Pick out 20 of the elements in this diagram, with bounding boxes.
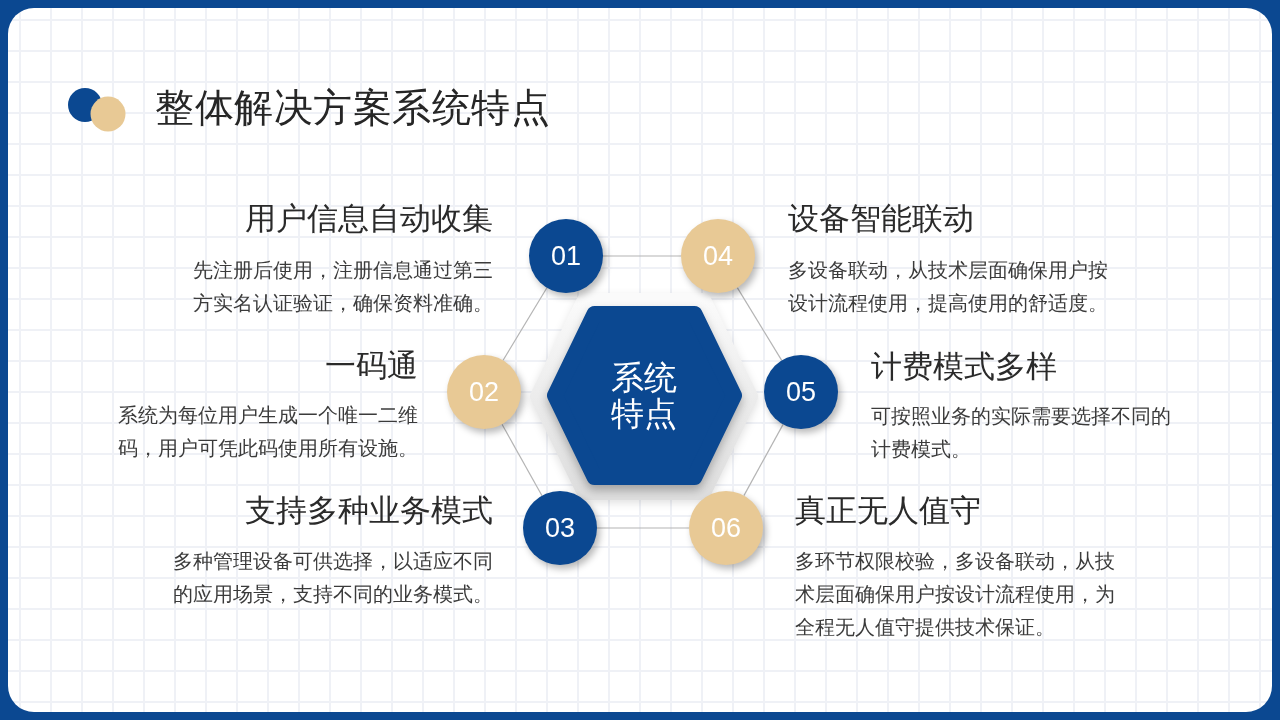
feature-heading: 用户信息自动收集 bbox=[245, 199, 493, 237]
feature-heading: 支持多种业务模式 bbox=[245, 491, 493, 529]
feature-heading: 一码通 bbox=[325, 346, 418, 384]
hexagon-label: 系统特点 bbox=[610, 359, 679, 432]
connector-line bbox=[502, 287, 548, 361]
feature-description: 多设备联动，从技术层面确保用户按设计流程使用，提高使用的舒适度。 bbox=[788, 256, 1109, 317]
connector-line bbox=[602, 255, 682, 257]
feature-heading: 计费模式多样 bbox=[871, 347, 1057, 385]
feature-description: 多种管理设备可供选择，以适应不同的应用场景，支持不同的业务模式。 bbox=[173, 547, 494, 608]
connector-line bbox=[743, 423, 784, 497]
feature-description: 先注册后使用，注册信息通过第三方实名认证验证，确保资料准确。 bbox=[193, 256, 494, 317]
feature-heading: 设备智能联动 bbox=[788, 199, 974, 237]
page-title: 整体解决方案系统特点 bbox=[155, 84, 550, 132]
feature-description: 多环节权限校验，多设备联动，从技术层面确保用户按设计流程使用，为全程无人值守提供技术保证。 bbox=[795, 547, 1116, 641]
feature-description: 系统为每位用户生成一个唯一二维码，用户可凭此码使用所有设施。 bbox=[118, 401, 419, 462]
connector-line bbox=[736, 287, 783, 361]
connector-line bbox=[596, 527, 690, 529]
feature-heading: 真正无人值守 bbox=[795, 491, 981, 529]
connector-line bbox=[501, 423, 543, 497]
feature-description: 可按照业务的实际需要选择不同的计费模式。 bbox=[871, 402, 1172, 463]
